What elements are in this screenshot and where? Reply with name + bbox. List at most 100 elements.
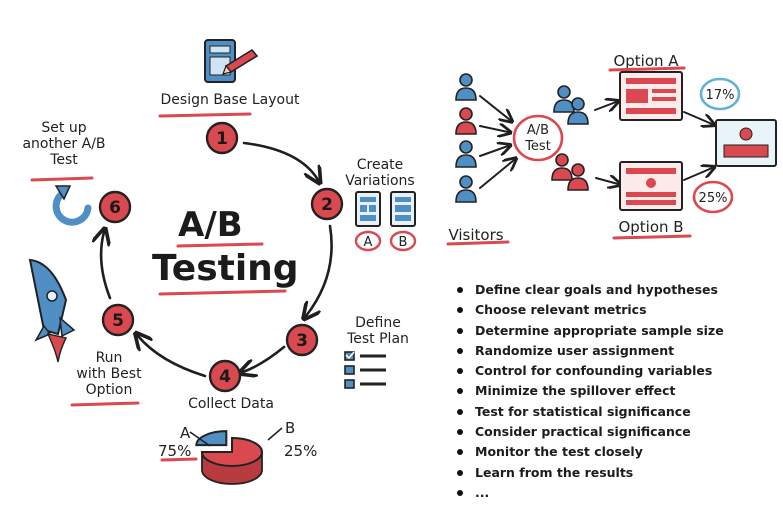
bullet-icon [457, 408, 463, 415]
step-3-number: 3 [296, 331, 308, 351]
step-3-circle [285, 323, 319, 357]
step-6-label-line1: Set up [41, 120, 87, 136]
pie-label-a: A [180, 424, 191, 442]
visitors-group [455, 73, 589, 203]
list-item-text: Learn from the results [475, 464, 634, 480]
variation-sketches-icon [354, 191, 417, 252]
bullet-icon [457, 489, 463, 496]
bullet-icon [457, 307, 463, 314]
pie-label-a-pointer [189, 431, 211, 447]
step-6-label-line2: another A/B [22, 136, 106, 152]
step-6-number: 6 [109, 198, 121, 218]
list-item: ... [455, 483, 724, 503]
step-6-underline [30, 176, 94, 182]
step-6-circle [98, 190, 132, 224]
pie-chart [195, 430, 263, 485]
list-item: Control for confounding variables [455, 361, 724, 381]
visitor-person-icon [455, 73, 477, 101]
visitor-arrow-1 [479, 95, 510, 120]
pie-slice-b [195, 430, 228, 447]
rate-b-label: 25% [699, 191, 728, 206]
result-arrow-b [683, 168, 712, 181]
list-item-text: Define clear goals and hypotheses [475, 282, 718, 297]
list-item: Choose relevant metrics [455, 300, 724, 320]
step-5-underline [70, 401, 140, 407]
step-3-label-line2: Test Plan [347, 331, 409, 347]
winning-page [715, 119, 777, 167]
step-6-label: Set up another A/B Test [14, 120, 114, 168]
arrow-2-to-3 [306, 224, 333, 316]
variation-a-label: A [364, 235, 373, 250]
cycle-arrows [101, 141, 333, 376]
step-4-circle [208, 359, 242, 393]
checklist-icon [344, 351, 386, 389]
bullet-icon [457, 449, 463, 456]
list-item-text: Test for statistical significance [475, 403, 691, 419]
group-b-person-icon [567, 163, 589, 191]
step-circles [98, 121, 344, 393]
bullet-icon [457, 469, 463, 476]
step-5-label-line3: Option [85, 382, 133, 398]
layout-sketch-icon [204, 39, 259, 83]
split-label-line2: Test [524, 139, 551, 154]
pie-slice-a [200, 436, 263, 467]
pie-label-b-pointer [267, 427, 283, 441]
step-4-number: 4 [219, 367, 231, 387]
split-arrow-a [594, 102, 616, 110]
pie-pct-b: 25% [284, 442, 317, 460]
list-item-text: ... [475, 484, 490, 500]
result-arrow-a [683, 111, 712, 124]
list-item: Define clear goals and hypotheses [455, 280, 724, 300]
step-5-number: 5 [112, 311, 124, 331]
step-2-label: Create Variations [340, 157, 420, 189]
refresh-icon [52, 185, 92, 226]
step-1-label: Design Base Layout [160, 92, 300, 108]
list-item-text: Monitor the test closely [475, 444, 643, 460]
step-2-circle [310, 187, 344, 221]
step-2-label-line1: Create [356, 157, 404, 173]
split-label-line1: A/B [527, 123, 549, 138]
rocket-icon [28, 258, 76, 363]
step-4-label: Collect Data [188, 396, 274, 412]
visitor-person-icon [455, 175, 477, 203]
arrow-1-to-2 [242, 141, 318, 180]
rate-b-circle [692, 180, 734, 214]
step-5-label-line2: with Best [76, 366, 142, 382]
list-item-text: Randomize user assignment [475, 342, 675, 358]
option-a-page [619, 71, 683, 121]
pie-label-b: B [285, 419, 295, 437]
list-item: Test for statistical significance [455, 402, 724, 422]
title-line1: A/B [178, 205, 243, 245]
list-item: Determine appropriate sample size [455, 321, 724, 341]
list-item-text: Minimize the spillover effect [475, 383, 676, 399]
list-item-text: Control for confounding variables [475, 363, 713, 379]
visitor-arrow-4 [479, 160, 514, 189]
step-2-label-line2: Variations [345, 173, 415, 189]
option-a-label: Option A [613, 52, 679, 70]
list-item-text: Choose relevant metrics [475, 302, 647, 318]
visitors-underline [446, 240, 510, 246]
group-b-person-icon [551, 153, 573, 181]
rate-a-circle [699, 77, 741, 111]
visitor-arrow-2 [479, 126, 508, 132]
bullet-icon [457, 368, 463, 375]
step-2-number: 2 [321, 195, 333, 215]
pie-pct-a-underline [160, 457, 198, 462]
step-5-label-line1: Run [95, 350, 123, 366]
split-circle [512, 114, 564, 162]
variation-b-label: B [399, 235, 408, 250]
arrow-5-to-6 [101, 232, 112, 300]
step-5-label: Run with Best Option [64, 350, 154, 398]
bullet-icon [457, 287, 463, 293]
bullet-icon [457, 327, 463, 334]
split-arrow-b [595, 178, 618, 184]
bullet-icon [457, 429, 463, 436]
step-3-label-line1: Define [355, 315, 401, 331]
arrow-3-to-4 [243, 345, 286, 372]
step-1-number: 1 [216, 129, 228, 149]
list-item: Randomize user assignment [455, 341, 724, 361]
list-item: Learn from the results [455, 463, 724, 483]
option-b-underline [612, 234, 692, 240]
step-3-label: Define Test Plan [336, 315, 420, 347]
